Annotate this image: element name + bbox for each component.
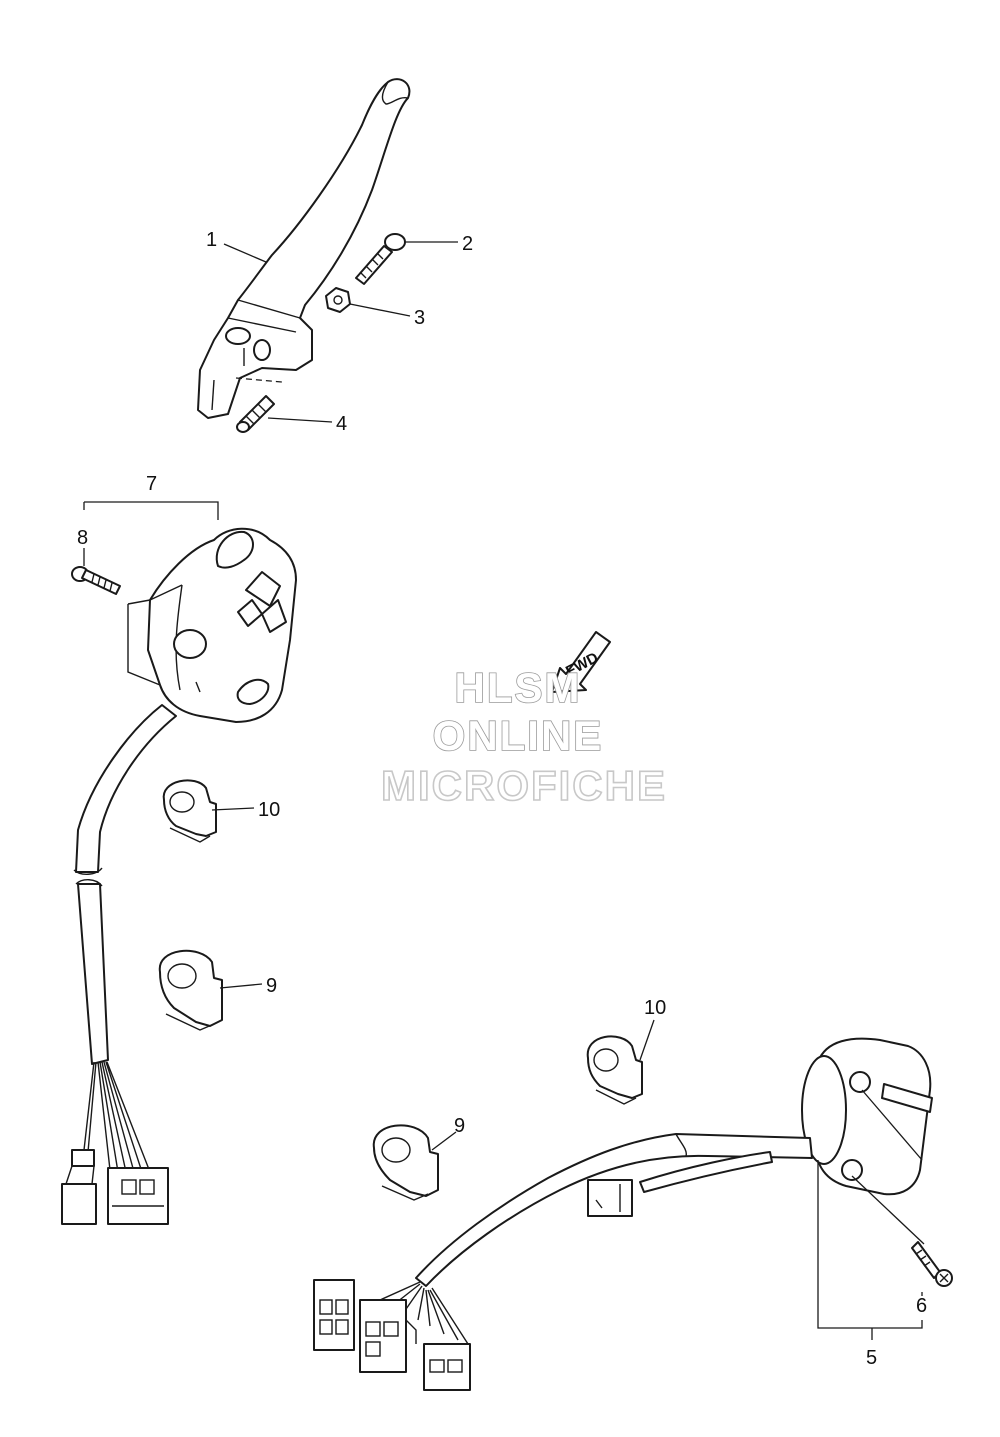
left-handlebar-switch-part [61,527,297,1225]
wire-clamp-9-right [372,1124,439,1201]
callout-9-right: 9 [454,1115,465,1137]
callout-2: 2 [462,233,473,255]
watermark-line1: HLSM [455,664,582,711]
callout-10-upper: 10 [258,799,280,821]
callout-10-lower: 10 [644,997,666,1019]
leader-lines [83,241,925,1340]
wire-clamp-10-upper [162,779,217,843]
callout-5: 5 [866,1347,877,1369]
watermark-line3: MICROFICHE [381,762,667,809]
callout-labels: 1 2 3 4 5 6 7 8 9 9 10 10 [77,229,927,1369]
callout-3: 3 [414,307,425,329]
adjuster-screw-part [236,395,275,433]
callout-8: 8 [77,527,88,549]
right-handlebar-switch-part [313,1037,933,1391]
callout-7: 7 [146,473,157,495]
pivot-bolt-part [355,233,406,285]
callout-1: 1 [206,229,217,251]
right-switch-screw-part [911,1241,953,1287]
wire-clamp-10-lower [586,1035,643,1105]
lock-nut-part [325,287,351,313]
switch-screw-part [71,566,121,595]
callout-4: 4 [336,413,347,435]
wire-clamp-9-left [158,949,223,1031]
clutch-lever-part [197,78,411,419]
callout-6: 6 [916,1295,927,1317]
watermark: HLSM ONLINE MICROFICHE [380,663,667,810]
watermark-line2: ONLINE [433,712,604,759]
callout-9-left: 9 [266,975,277,997]
